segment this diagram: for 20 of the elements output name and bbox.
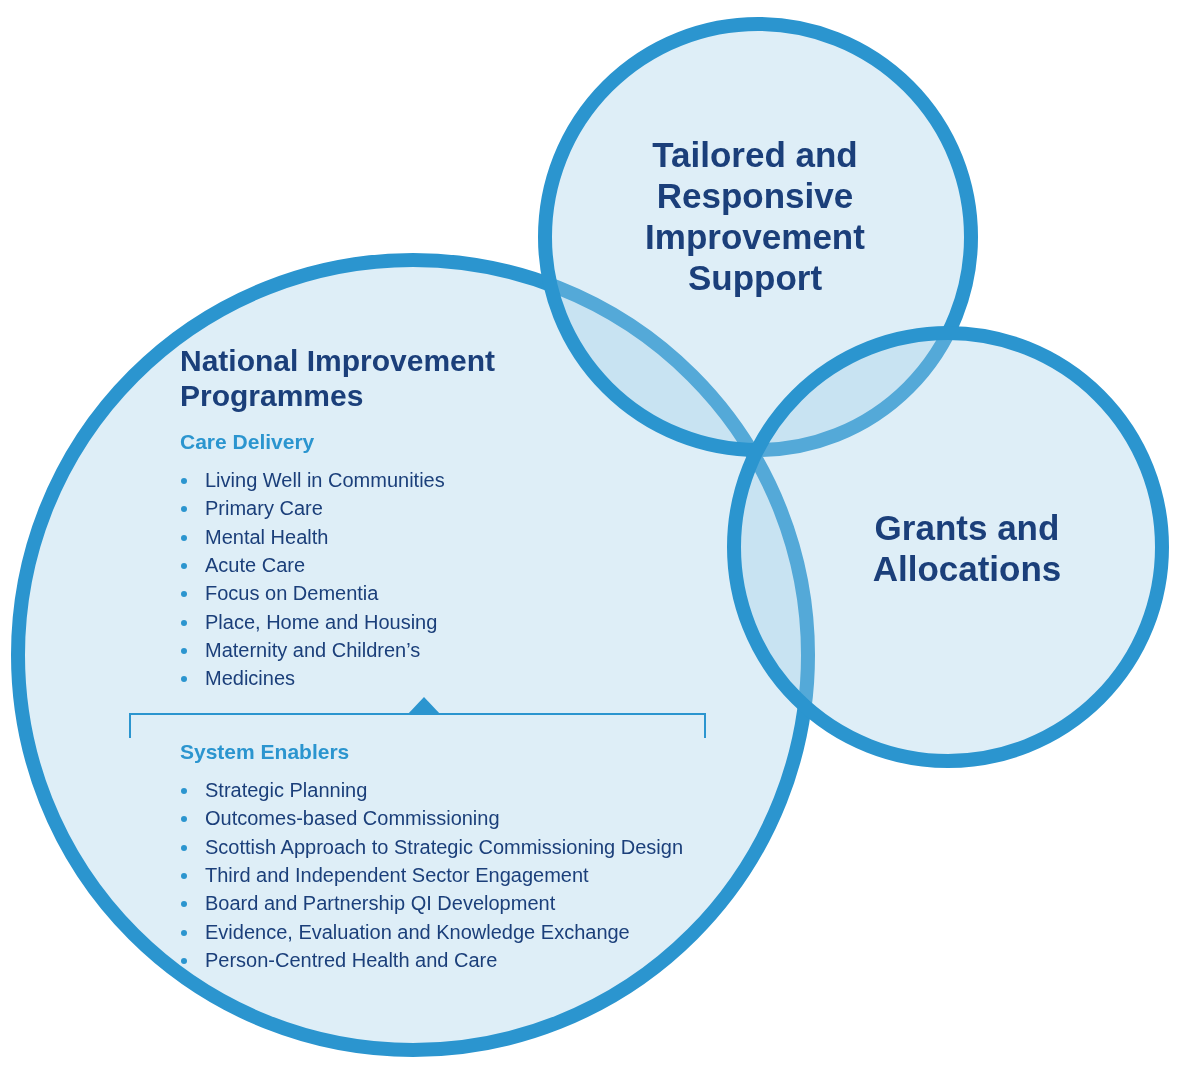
list-item: Maternity and Children’s bbox=[205, 638, 421, 662]
subheading: Care Delivery bbox=[180, 430, 315, 454]
list-item: Place, Home and Housing bbox=[205, 610, 438, 634]
list-item: Outcomes-based Commissioning bbox=[205, 807, 500, 831]
list-item: Acute Care bbox=[205, 553, 306, 577]
subheading: System Enablers bbox=[180, 740, 350, 764]
circle-title: Tailored and Responsive Improvement Support bbox=[644, 134, 866, 298]
list-item: Primary Care bbox=[205, 497, 323, 521]
list-item: Evidence, Evaluation and Knowledge Exchange bbox=[205, 920, 630, 944]
list-item: Mental Health bbox=[205, 525, 329, 549]
list-item: Focus on Dementia bbox=[205, 582, 379, 606]
list-item: Strategic Planning bbox=[205, 779, 368, 802]
circle-title: Grants and Allocations bbox=[871, 507, 1063, 589]
section-heading: National Improvement Programmes bbox=[180, 343, 497, 413]
list-item: Scottish Approach to Strategic Commissioning Design bbox=[205, 835, 683, 859]
list-item: Board and Partnership QI Development bbox=[205, 892, 556, 916]
list-item: Third and Independent Sector Engagement bbox=[205, 863, 589, 887]
list-item: Medicines bbox=[205, 667, 296, 691]
list-item: Living Well in Communities bbox=[205, 469, 445, 492]
list-item: Person-Centred Health and Care bbox=[205, 948, 498, 972]
